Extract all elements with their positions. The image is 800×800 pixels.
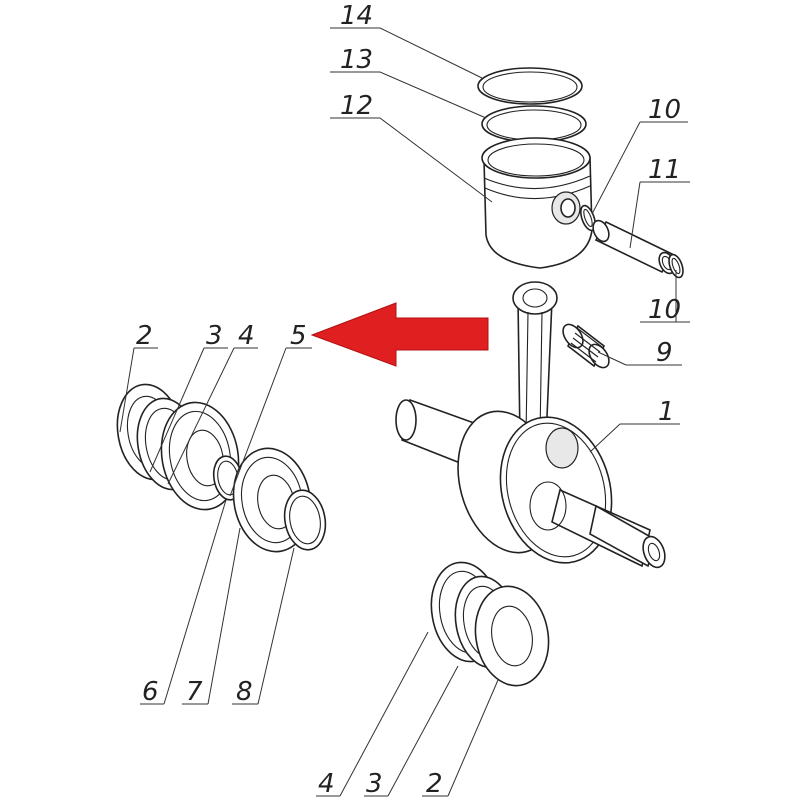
callout-6: 6 bbox=[142, 677, 159, 707]
callout-10-upper: 10 bbox=[648, 95, 681, 125]
callout-8: 8 bbox=[236, 677, 253, 707]
callout-5: 5 bbox=[290, 321, 307, 351]
red-left-arrow-icon bbox=[310, 302, 489, 367]
circlip-10-lower bbox=[668, 253, 684, 279]
piston-ring-13 bbox=[481, 105, 587, 143]
callout-13: 13 bbox=[340, 45, 373, 75]
callout-4-left: 4 bbox=[238, 321, 255, 351]
callout-2-right: 2 bbox=[426, 769, 443, 799]
callout-2-left: 2 bbox=[136, 321, 153, 351]
callout-9: 9 bbox=[656, 338, 673, 368]
circlip-10-upper bbox=[580, 204, 596, 232]
leader-lines bbox=[119, 27, 690, 797]
callout-11: 11 bbox=[648, 155, 681, 185]
callout-14: 14 bbox=[340, 1, 373, 31]
piston-12 bbox=[481, 137, 593, 269]
needle-bearing-9 bbox=[562, 323, 610, 369]
callout-12: 12 bbox=[340, 91, 373, 121]
callout-3-left: 3 bbox=[206, 321, 223, 351]
crankshaft-1 bbox=[395, 281, 666, 569]
piston-pin-11 bbox=[592, 219, 676, 275]
callout-10-lower: 10 bbox=[648, 295, 681, 325]
callout-1: 1 bbox=[658, 397, 675, 427]
seal-2-right bbox=[474, 585, 550, 687]
ring-8 bbox=[283, 489, 327, 551]
callout-7: 7 bbox=[186, 677, 203, 707]
callout-3-right: 3 bbox=[366, 769, 383, 799]
callout-4-right: 4 bbox=[318, 769, 335, 799]
piston-ring-14 bbox=[477, 67, 583, 105]
